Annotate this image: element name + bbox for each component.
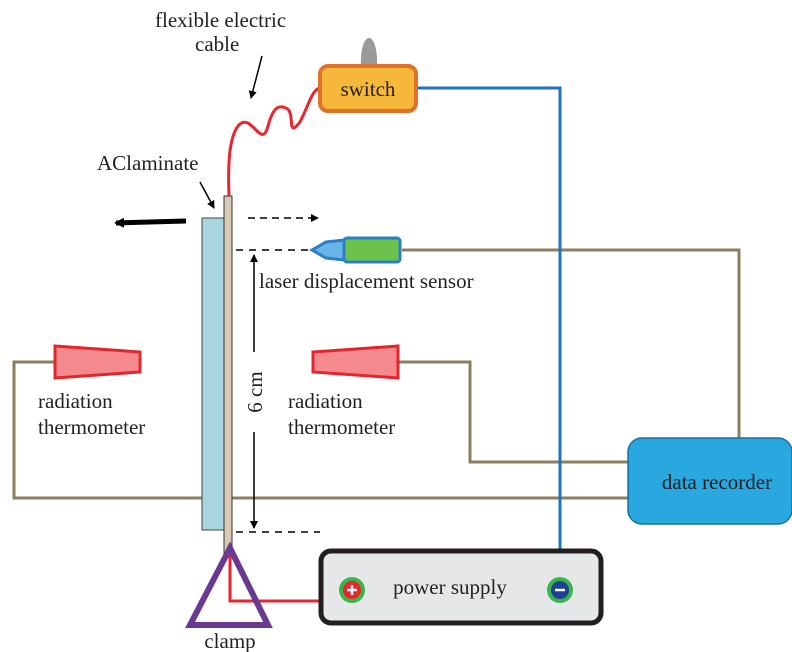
laminate-backing xyxy=(201,217,225,531)
sensor-wires xyxy=(12,248,741,500)
data-recorder-label: data recorder xyxy=(662,470,772,494)
cable-pointer-arrow xyxy=(248,55,263,99)
right-thermometer-wire xyxy=(398,360,630,464)
power-supply-label: power supply xyxy=(393,575,507,599)
laser-sensor xyxy=(308,236,402,264)
switch-box xyxy=(318,64,418,113)
power-lead-wire xyxy=(228,555,350,603)
plus-icon xyxy=(339,577,365,603)
arrow-left-icon xyxy=(114,217,187,228)
laser-sensor-body xyxy=(342,236,402,264)
clamp-triangle xyxy=(185,541,273,628)
laser-sensor-wire xyxy=(402,248,741,438)
power-supply-box xyxy=(318,548,604,626)
flexible-electric-cable xyxy=(227,86,322,198)
right-thermometer-label-line1: radiation xyxy=(288,389,363,413)
switch-knob-icon xyxy=(360,38,378,68)
left-radiation-thermometer xyxy=(53,344,142,380)
cable-label-line1: flexible electric xyxy=(155,8,286,32)
switch-label: switch xyxy=(341,77,396,101)
laser-sensor-label: laser displacement sensor xyxy=(259,269,474,293)
distance-label: 6 cm xyxy=(243,371,267,412)
left-thermometer-label-line1: radiation xyxy=(38,389,113,413)
data-recorder-box xyxy=(627,437,792,525)
switch-signal-wire xyxy=(418,86,562,580)
right-radiation-thermometer xyxy=(311,344,400,380)
clamp-label: clamp xyxy=(204,629,255,652)
laminate-pointer-arrow xyxy=(199,181,215,209)
left-thermometer-wire xyxy=(12,360,640,500)
ac-laminate-strip xyxy=(223,195,233,555)
left-thermometer-label-line2: thermometer xyxy=(38,415,145,439)
laser-sensor-tip xyxy=(308,238,346,262)
laminate-label: AClaminate xyxy=(97,151,198,175)
cable-label-line2: cable xyxy=(195,32,239,56)
right-thermometer-label-line2: thermometer xyxy=(288,415,395,439)
minus-icon xyxy=(547,577,573,603)
